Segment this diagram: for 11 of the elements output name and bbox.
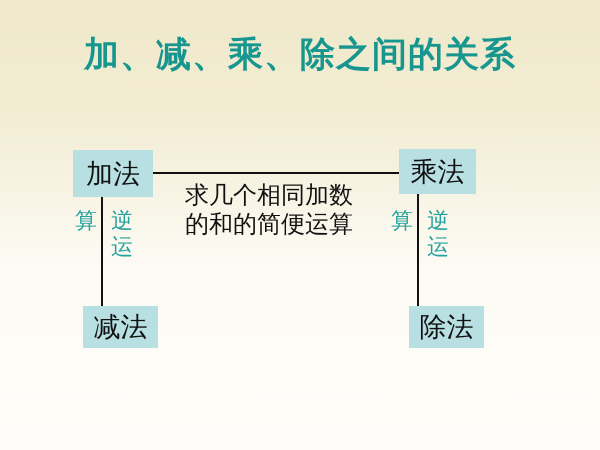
edge-label: 逆运算 (74, 209, 134, 261)
operation-box: 除法 (409, 306, 484, 348)
edge-label: 逆运算 (390, 209, 450, 261)
operation-box: 加法 (73, 150, 153, 197)
connector-line (417, 194, 419, 306)
title: 加、减、乘、除之间的关系 (82, 33, 517, 77)
edge-label: 求几个相同加数的和的简便运算 (185, 181, 354, 239)
connector-line (153, 172, 399, 174)
connector-line (101, 197, 103, 306)
operation-box: 减法 (83, 306, 158, 348)
operation-box: 乘法 (399, 149, 476, 194)
